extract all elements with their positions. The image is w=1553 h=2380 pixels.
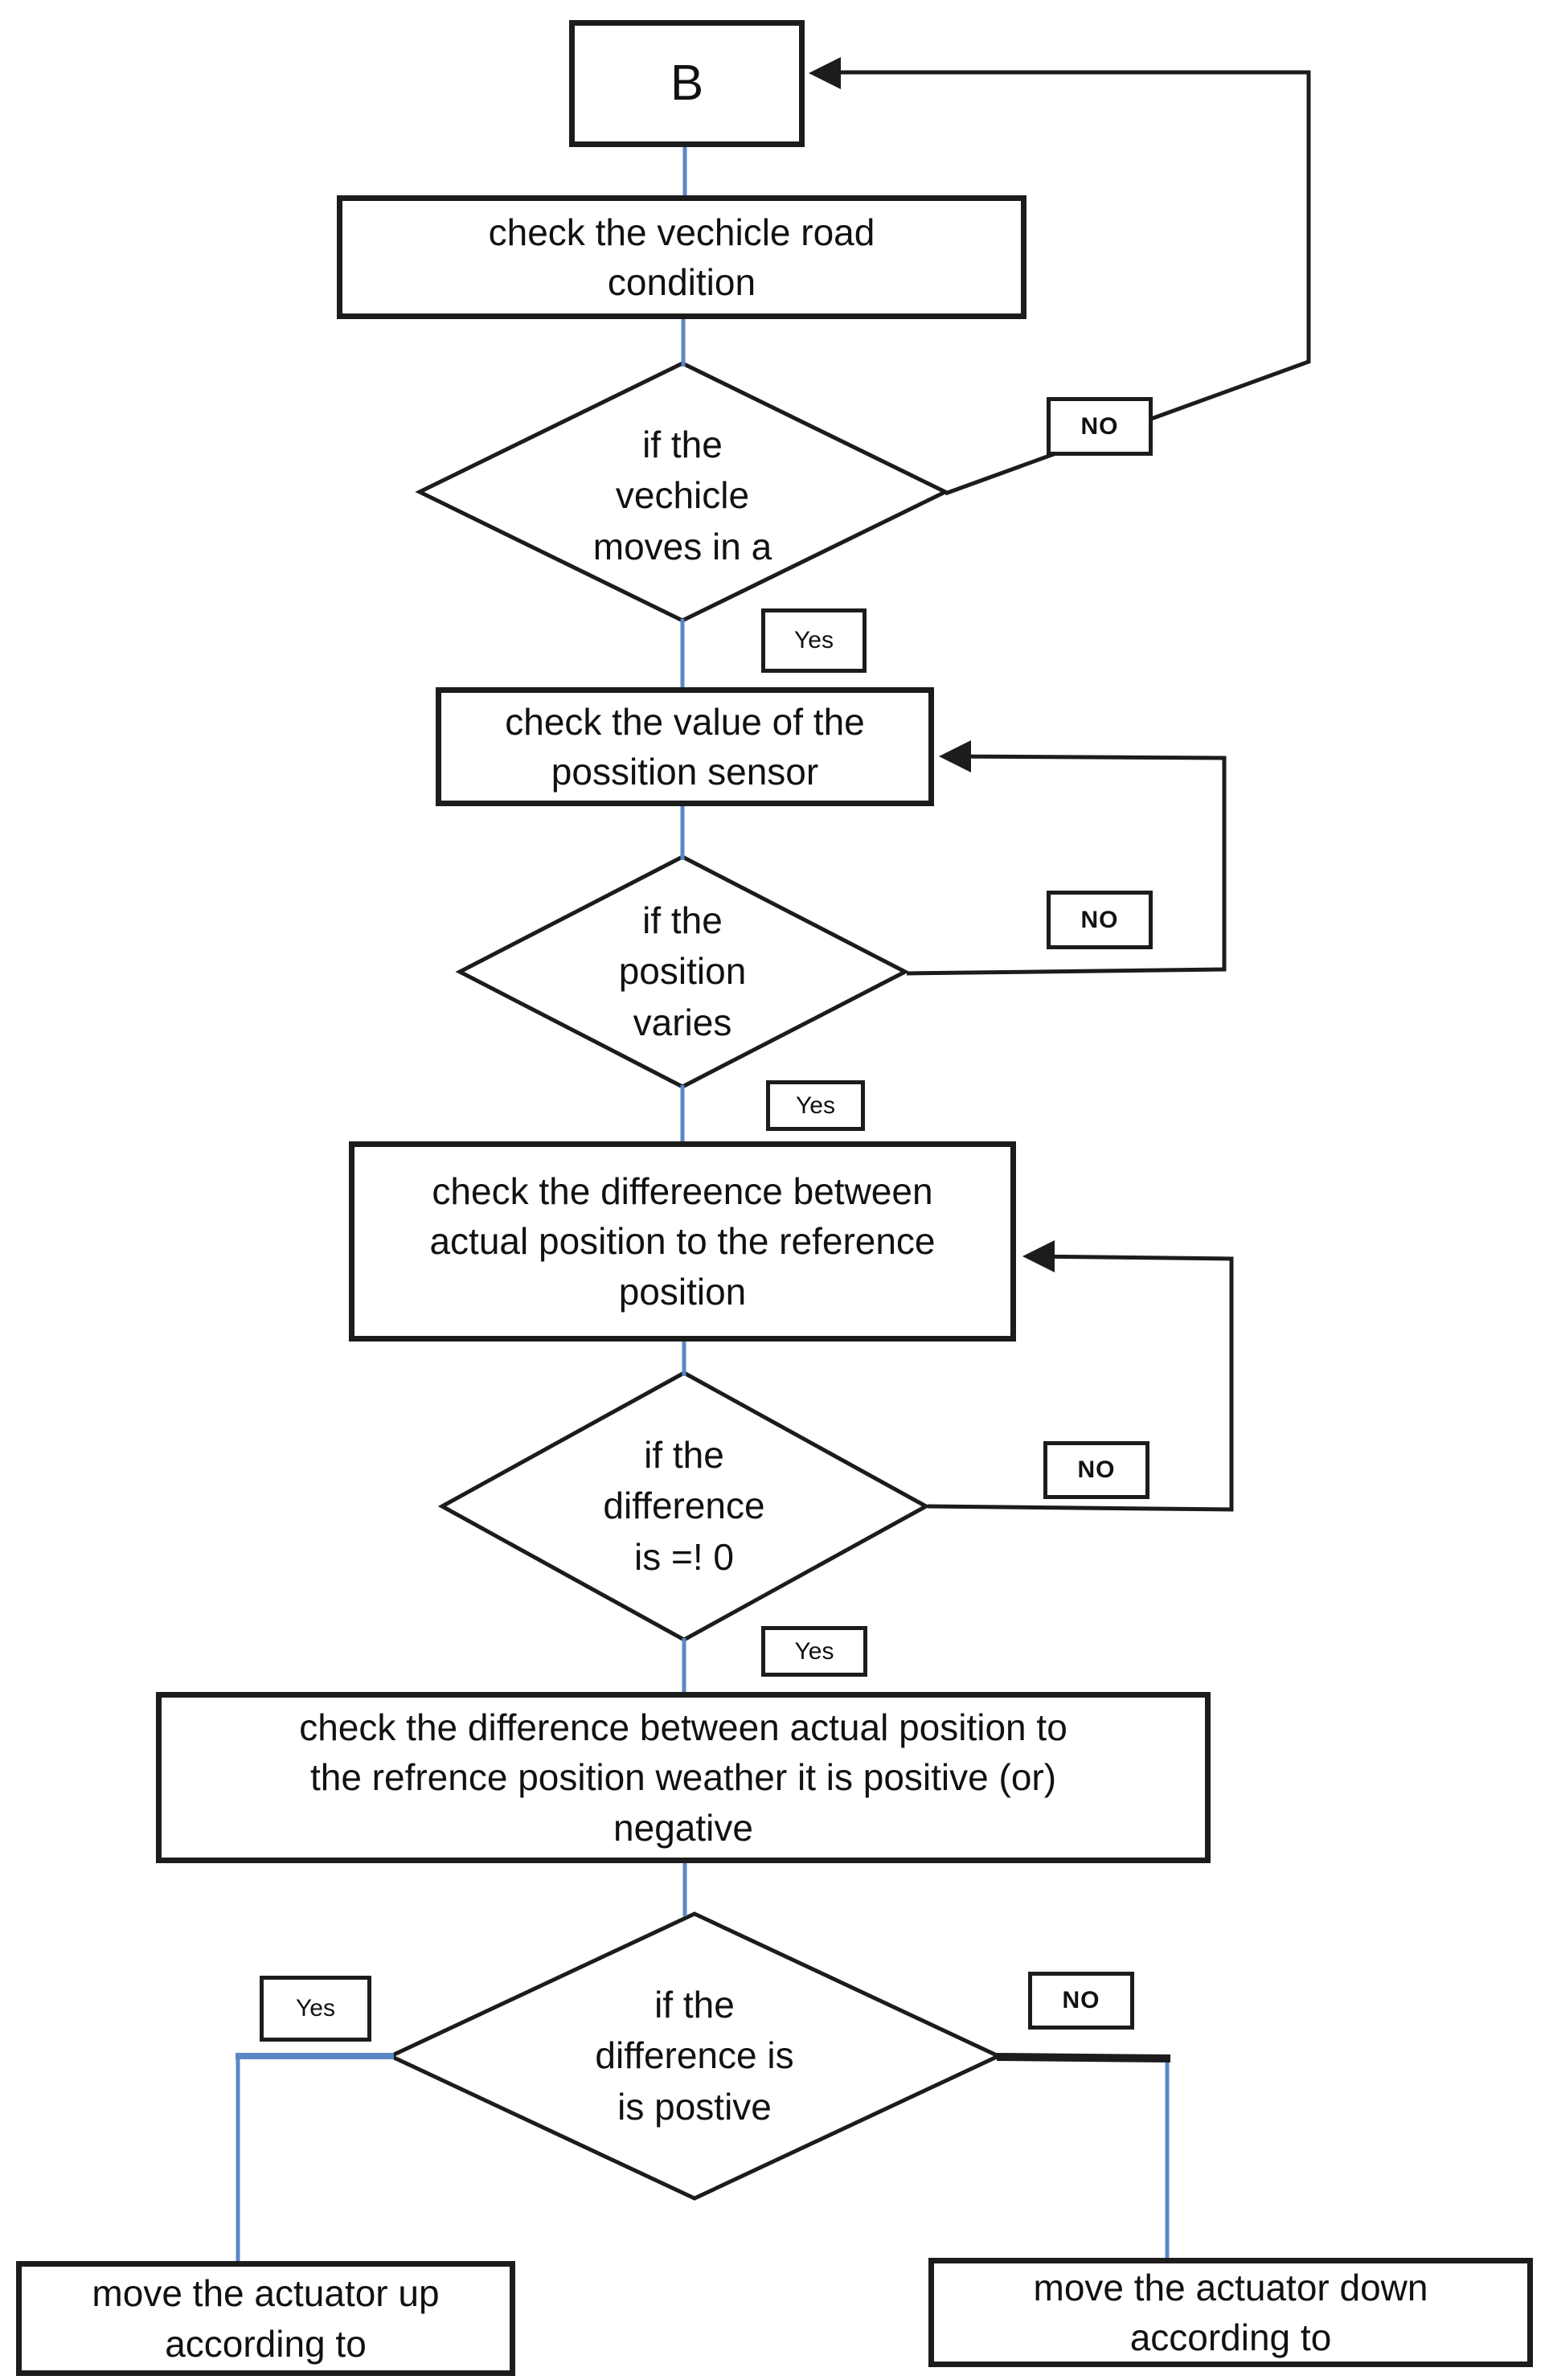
- edge-label-yes-3: Yes: [761, 1626, 867, 1677]
- decision-diamond-shapes: [386, 361, 1003, 2201]
- loop-no-3: [927, 1254, 1234, 1512]
- process-check-position-sensor: check the value of the possition sensor: [436, 687, 934, 806]
- decision-difference-not-zero-label: if the difference is =! 0: [603, 1433, 765, 1578]
- edge-label-no-1: NO: [1047, 397, 1153, 456]
- process-check-difference: check the differeence between actual pos…: [349, 1141, 1016, 1342]
- process-check-road-condition: check the vechicle road condition: [337, 195, 1026, 319]
- decision-vehicle-moves-label: if the vechicle moves in a: [592, 423, 772, 567]
- edge-label-yes-4: Yes: [260, 1976, 371, 2042]
- edge-label-no-4: NO: [1028, 1972, 1134, 2030]
- process-move-actuator-down: move the actuator down according to: [928, 2258, 1533, 2367]
- process-check-difference-sign: check the difference between actual posi…: [156, 1692, 1211, 1863]
- branch-no-4: [996, 2053, 1171, 2063]
- edge-label-yes-1: Yes: [761, 608, 867, 673]
- edge-label-no-2: NO: [1047, 891, 1153, 949]
- start-node-b: B: [569, 20, 805, 147]
- arrow-into-b-icon: [809, 57, 841, 89]
- arrow-into-difference-box-icon: [1022, 1240, 1055, 1272]
- decision-position-varies-label: if the position varies: [618, 899, 747, 1043]
- arrow-into-sensor-box-icon: [939, 740, 971, 772]
- loop-no-2: [906, 754, 1227, 976]
- edge-label-yes-2: Yes: [766, 1080, 865, 1131]
- process-move-actuator-up: move the actuator up according to: [16, 2261, 515, 2376]
- arrowhead-icons: [809, 57, 1055, 1272]
- blue-connectors: [236, 147, 1170, 2263]
- edge-label-no-3: NO: [1043, 1441, 1149, 1499]
- decision-difference-positive-label: if the difference is is postive: [595, 1983, 794, 2128]
- diamond-difference-positive: [386, 1911, 1003, 2201]
